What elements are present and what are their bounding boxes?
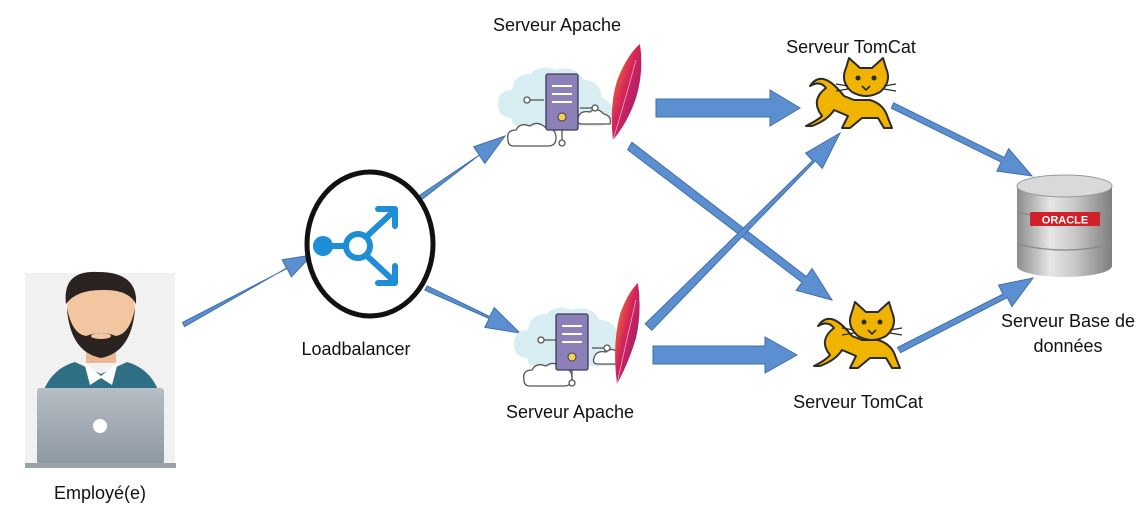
arrow-employee-to-loadbalancer: [181, 254, 314, 328]
loadbalancer-split-icon: [304, 169, 436, 319]
apache-top-label: Serveur Apache: [492, 15, 622, 35]
arrow-apache-top-to-tomcat-bottom: [626, 141, 834, 301]
arrow-lb-to-apache-top: [412, 135, 507, 205]
tomcat-top-label: Serveur TomCat: [786, 37, 916, 57]
arrows: [181, 89, 1035, 374]
oracle-logo-text: ORACLE: [1042, 215, 1088, 227]
apache-bottom-label: Serveur Apache: [505, 402, 635, 422]
oracle-database-cylinder-icon: ORACLE: [1016, 174, 1113, 277]
database-label-line1: Serveur Base de: [1000, 311, 1136, 331]
employee-label: Employé(e): [53, 483, 147, 503]
laptop-logo-icon: [93, 419, 107, 433]
tomcat-cat-icon-bottom: [813, 301, 903, 369]
person-with-laptop-icon: [25, 271, 176, 468]
arrow-lb-to-apache-bottom: [424, 285, 522, 334]
apache-feather-server-icon-bottom: [514, 283, 640, 387]
arrow-apache-top-to-tomcat-top: [655, 89, 801, 127]
tomcat-bottom-label: Serveur TomCat: [793, 392, 923, 412]
loadbalancer-label: Loadbalancer: [301, 339, 411, 359]
tomcat-cat-icon-top: [805, 57, 897, 129]
arrow-apache-bottom-to-tomcat-top: [644, 131, 842, 332]
database-label-line2: données: [1033, 336, 1103, 356]
apache-feather-server-icon-top: [498, 44, 642, 147]
arrow-tomcat-top-to-database: [890, 102, 1034, 177]
arrow-apache-bottom-to-tomcat-bottom: [652, 336, 799, 374]
arrow-tomcat-bottom-to-database: [896, 277, 1035, 354]
